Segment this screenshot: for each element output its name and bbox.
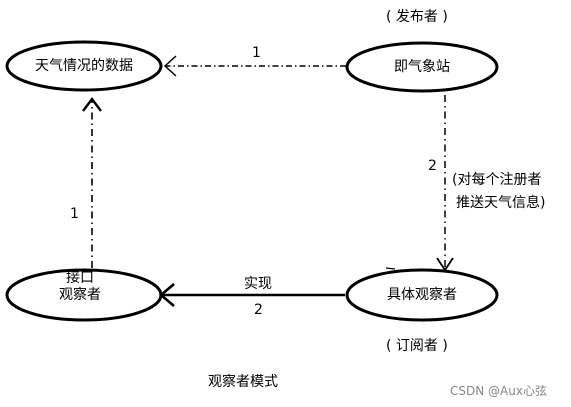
arrowhead-observer-interface	[158, 283, 175, 307]
edge-label-station-to-data: 1	[252, 45, 261, 61]
edge-label-interface-to-data: 1	[70, 206, 79, 222]
role-subscriber: ( 订阅者 )	[386, 338, 448, 354]
role-publisher: ( 发布者 )	[386, 9, 448, 25]
arrowhead-concrete-observer-mark	[385, 267, 396, 270]
label-interface-line2: 观察者	[59, 287, 101, 303]
arrowhead-concrete-observer-top	[436, 257, 454, 272]
edge-label-implementation-number: 2	[254, 302, 263, 318]
watermark: CSDN @Aux心弦	[450, 384, 547, 398]
label-interface-line1: 接口	[66, 270, 94, 286]
edge-note-line2: 推送天气信息)	[456, 195, 546, 211]
arrowhead-weather-data-bottom	[82, 97, 102, 112]
arrowhead-weather-data-right	[163, 55, 177, 77]
label-concrete-observer: 具体观察者	[387, 287, 457, 303]
edge-note-line1: (对每个注册者	[452, 172, 542, 188]
edge-label-station-to-concrete: 2	[428, 158, 437, 174]
label-weather-data: 天气情况的数据	[35, 58, 133, 74]
edge-label-implementation: 实现	[244, 276, 272, 292]
node-concrete-observer	[345, 268, 499, 322]
label-weather-station: 即气象站	[394, 59, 450, 75]
node-weather-station	[345, 41, 499, 93]
node-weather-data	[5, 40, 163, 92]
diagram-caption: 观察者模式	[208, 374, 278, 390]
